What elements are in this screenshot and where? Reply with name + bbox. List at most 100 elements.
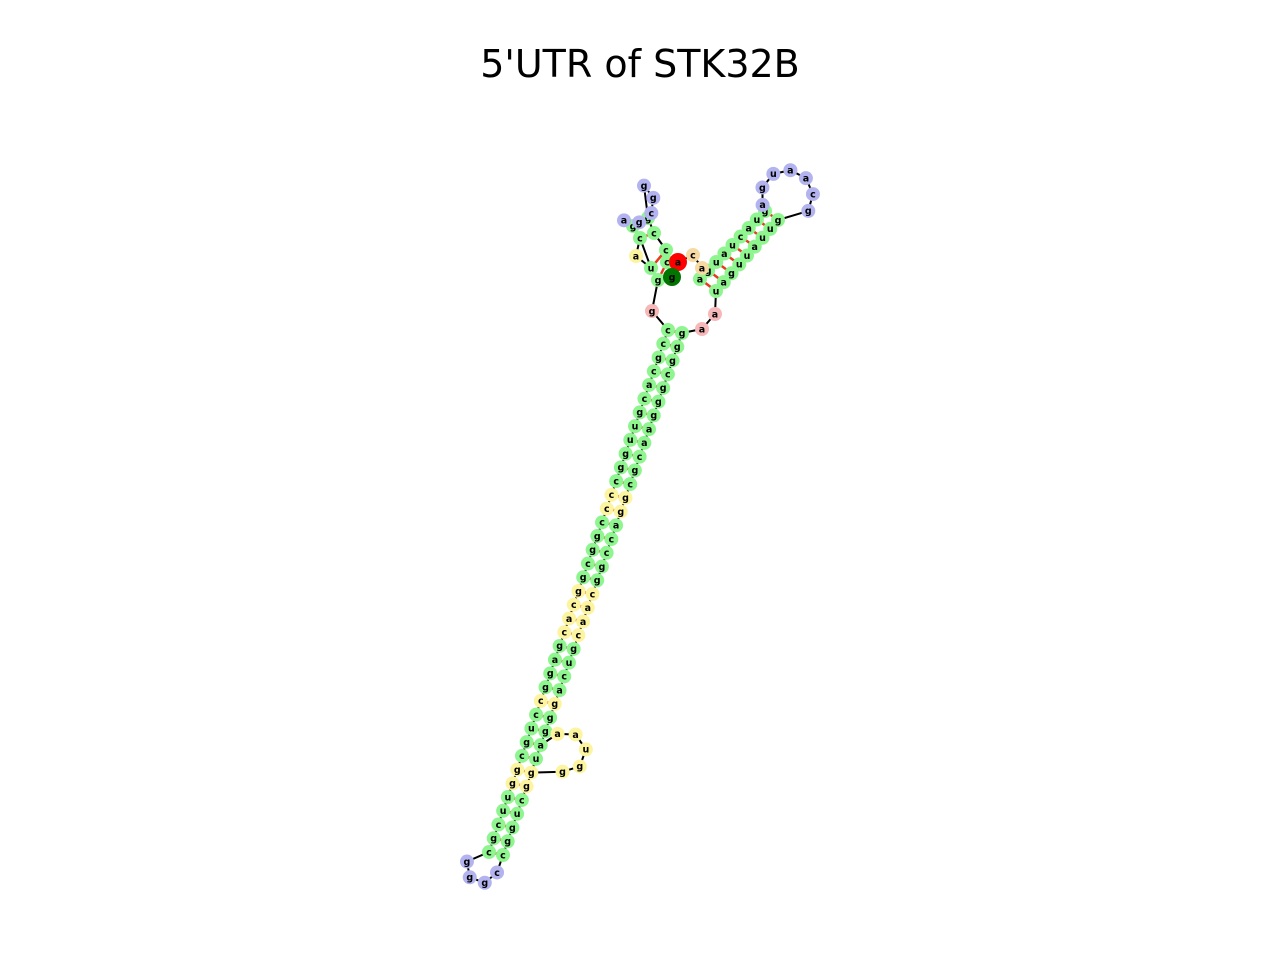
nucleotide-label: g [594, 531, 601, 542]
nucleotide-label: u [736, 260, 743, 271]
nucleotide-circle [617, 213, 631, 228]
nucleotide-circle [519, 779, 534, 794]
nucleotide-circle [529, 707, 544, 722]
nucleotide-label: c [642, 394, 648, 405]
nucleotide-circle [798, 171, 813, 186]
nucleotide: a [629, 249, 643, 263]
nucleotide-label: c [738, 232, 744, 243]
nucleotide-label: g [570, 644, 577, 655]
nucleotide-label: g [580, 573, 587, 584]
nucleotide-circle [490, 865, 505, 880]
nucleotide-circle [670, 339, 685, 354]
nucleotide-label: u [528, 724, 535, 735]
nucleotide-circle [500, 790, 515, 805]
nucleotide-label: c [613, 476, 619, 487]
nucleotide: g [566, 641, 581, 656]
nucleotide-circle [477, 875, 492, 890]
five-prime-end-label: a [675, 257, 681, 268]
nucleotide: a [783, 163, 798, 178]
nucleotide: c [514, 793, 529, 808]
nucleotide: c [805, 187, 820, 202]
nucleotide: g [500, 834, 515, 849]
nucleotide-circle [566, 597, 581, 612]
nucleotide: g [613, 504, 628, 519]
nucleotide-circle [599, 501, 614, 516]
nucleotide-layer: ccgcacguuggccccggcggcacgaggccugcgguucgcg… [459, 163, 820, 890]
nucleotide-circle [651, 394, 666, 409]
nucleotide-circle [646, 408, 661, 423]
nucleotide-circle [543, 710, 558, 725]
nucleotide-circle [627, 463, 642, 478]
nucleotide: c [604, 487, 619, 502]
nucleotide-label: g [762, 206, 769, 217]
nucleotide-circle [578, 742, 593, 757]
nucleotide-label: c [663, 245, 669, 256]
nucleotide: c [557, 669, 572, 684]
nucleotide-circle [618, 490, 633, 505]
nucleotide-label: a [721, 249, 727, 260]
nucleotide-circle [505, 776, 520, 791]
nucleotide-label: u [753, 215, 760, 226]
nucleotide: g [590, 573, 605, 588]
nucleotide: a [568, 727, 583, 742]
nucleotide-circle [594, 559, 609, 574]
nucleotide-label: c [665, 325, 671, 336]
three-prime-end-label: g [669, 272, 676, 283]
nucleotide-label: g [669, 356, 676, 367]
nucleotide-label: a [556, 685, 562, 696]
nucleotide: c [490, 865, 505, 880]
nucleotide: u [561, 655, 576, 670]
nucleotide-circle [524, 721, 539, 736]
nucleotide: c [514, 748, 529, 763]
nucleotide-label: c [538, 696, 544, 707]
nucleotide-label: c [609, 534, 615, 545]
nucleotide-label: u [504, 792, 511, 803]
nucleotide-circle [486, 831, 501, 846]
nucleotide-label: u [744, 251, 751, 262]
nucleotide-label: a [699, 324, 705, 335]
nucleotide-circle [637, 391, 652, 406]
five-prime-end: a [669, 253, 687, 271]
nucleotide: a [533, 738, 548, 753]
nucleotide-label: g [523, 737, 530, 748]
nucleotide-label: c [590, 589, 596, 600]
nucleotide-circle [604, 532, 619, 547]
nucleotide-circle [632, 215, 647, 230]
nucleotide-label: g [490, 834, 497, 845]
nucleotide: g [618, 490, 633, 505]
nucleotide: g [519, 735, 534, 750]
nucleotide: c [566, 597, 581, 612]
nucleotide-label: c [519, 751, 525, 762]
nucleotide: g [547, 696, 562, 711]
nucleotide-label: g [759, 183, 766, 194]
nucleotide-label: g [514, 765, 521, 776]
nucleotide: g [519, 779, 534, 794]
nucleotide: a [552, 683, 567, 698]
nucleotide: g [543, 710, 558, 725]
nucleotide-label: c [533, 710, 539, 721]
nucleotide-label: g [556, 641, 563, 652]
nucleotide: a [576, 614, 591, 629]
nucleotide: a [637, 435, 652, 450]
nucleotide-circle [552, 683, 567, 698]
nucleotide: g [645, 304, 659, 318]
nucleotide-circle [783, 163, 798, 178]
nucleotide-circle [514, 793, 529, 808]
nucleotide: g [670, 339, 685, 354]
figure-title: 5'UTR of STK32B [480, 42, 800, 86]
nucleotide: g [632, 215, 647, 230]
nucleotide: c [637, 391, 652, 406]
nucleotide: g [646, 190, 661, 205]
nucleotide-label: g [622, 493, 629, 504]
nucleotide-label: c [690, 250, 696, 261]
nucleotide: g [576, 570, 591, 585]
nucleotide-label: g [559, 767, 566, 778]
nucleotide-label: c [637, 452, 643, 463]
nucleotide-label: c [494, 868, 500, 879]
nucleotide-circle [510, 806, 525, 821]
nucleotide-label: u [713, 257, 720, 268]
nucleotide-circle [618, 446, 633, 461]
nucleotide: g [585, 542, 600, 557]
nucleotide-label: a [580, 617, 586, 628]
nucleotide: u [578, 742, 593, 757]
